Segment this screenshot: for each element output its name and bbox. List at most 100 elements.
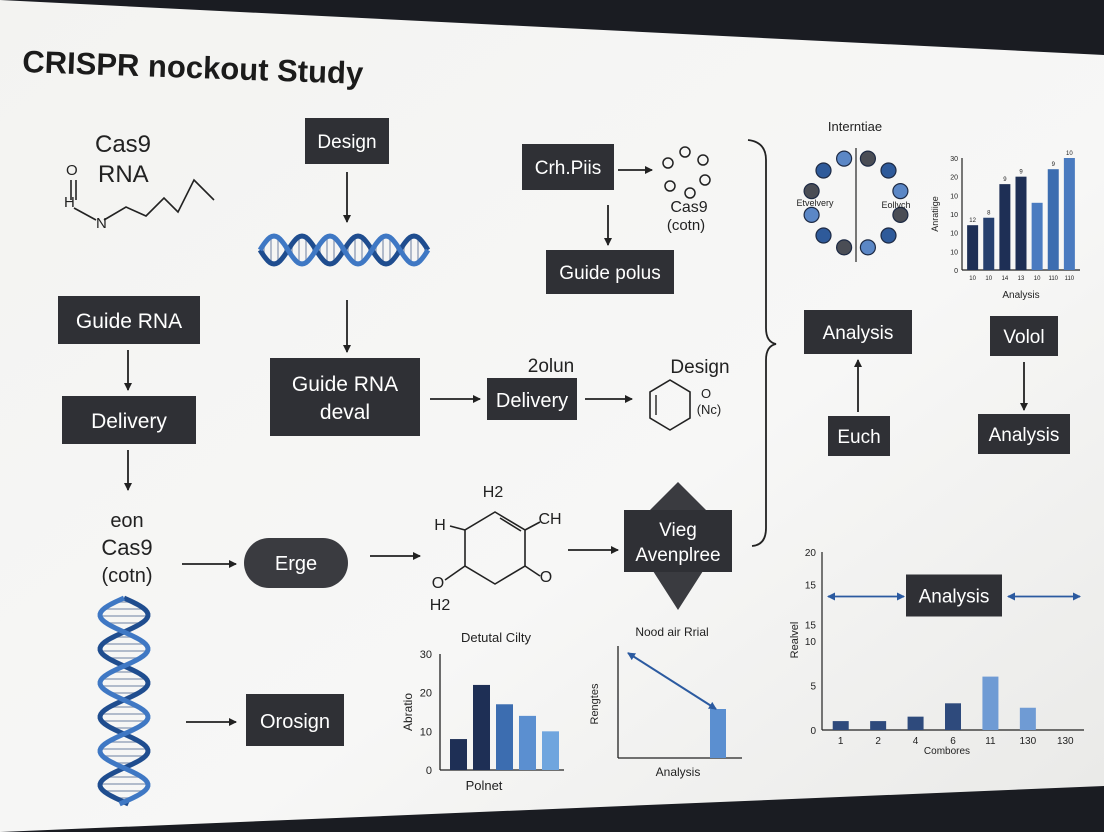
guide-rna-box[interactable] xyxy=(58,296,200,344)
vieg-diamond-group[interactable]: Vieg Avenplree xyxy=(624,482,732,610)
x-tick-label: 6 xyxy=(950,736,956,747)
guide-rna-deval-line2: deval xyxy=(320,401,370,424)
crh-piis-box[interactable] xyxy=(522,144,614,190)
y-tick-label: 10 xyxy=(950,212,958,219)
eon-cotn-label: (cotn) xyxy=(101,565,152,587)
guide-polus-label: Guide polus xyxy=(559,263,660,284)
y-axis-label: Abratio xyxy=(401,693,415,731)
bar xyxy=(1015,176,1027,270)
erge-label: Erge xyxy=(275,553,317,575)
delivery-left-group[interactable]: Delivery xyxy=(62,396,196,444)
circle-dot xyxy=(803,206,820,223)
erge-pill[interactable] xyxy=(244,538,348,588)
analysis-right2-group[interactable]: Analysis xyxy=(978,414,1070,454)
x-tick-label: 14 xyxy=(1002,276,1009,282)
y-tick-label: 5 xyxy=(810,682,816,693)
bar xyxy=(1047,169,1059,270)
bar xyxy=(1019,707,1036,730)
delivery-mid-group[interactable]: Delivery xyxy=(487,378,577,420)
bar-value-label: 10 xyxy=(1066,151,1073,157)
volol-group[interactable]: Volol xyxy=(990,316,1058,356)
circle-dot xyxy=(880,162,897,179)
guide-rna-deval-group[interactable]: Guide RNA deval xyxy=(270,358,420,436)
chart-title: Nood air Rrial xyxy=(635,625,708,639)
circle-dots-diagram xyxy=(803,150,909,256)
bar xyxy=(870,721,887,730)
y-tick-label: 10 xyxy=(805,637,817,648)
circle-dot xyxy=(835,239,853,256)
bar xyxy=(982,676,999,730)
euch-box[interactable] xyxy=(828,416,890,456)
h2-bottom-label: H2 xyxy=(430,597,451,614)
circle-dot xyxy=(803,183,820,200)
x-tick-label: 10 xyxy=(1034,276,1041,282)
bar xyxy=(710,709,726,758)
delivery-left-box[interactable] xyxy=(62,396,196,444)
orsign-group[interactable]: Orosign xyxy=(246,694,344,746)
bar xyxy=(967,225,979,270)
bar-value-label: 8 xyxy=(987,211,991,217)
analysis-right2-box[interactable] xyxy=(978,414,1070,454)
bracket-divider xyxy=(747,139,777,547)
guide-polus-box[interactable] xyxy=(546,250,674,294)
circle-dot xyxy=(815,162,832,179)
analysis-right-label: Analysis xyxy=(823,323,894,344)
y-tick-label: 10 xyxy=(950,249,958,256)
x-tick-label: 110 xyxy=(1048,276,1058,282)
bar-value-label: 9 xyxy=(1019,170,1023,176)
bar xyxy=(519,715,536,770)
ring-o-label: O xyxy=(701,386,711,401)
guide-rna-group[interactable]: Guide RNA xyxy=(58,296,200,344)
eon-cas9-label: Cas9 xyxy=(101,535,152,560)
cas9-label: Cas9 xyxy=(95,131,151,158)
circle-title: Interntiae xyxy=(828,119,882,134)
reference-label-box xyxy=(906,574,1002,617)
delivery-mid-box[interactable] xyxy=(487,378,577,420)
bar xyxy=(832,721,849,730)
circle-right-label: Eollvch xyxy=(881,200,910,210)
design-box-group[interactable]: Design xyxy=(305,118,389,164)
guide-rna-deval-box[interactable] xyxy=(270,358,420,436)
design-right-label: Design xyxy=(670,357,729,378)
euch-group[interactable]: Euch xyxy=(828,416,890,456)
bar xyxy=(907,716,924,730)
circle-dot xyxy=(892,206,909,223)
orsign-box[interactable] xyxy=(246,694,344,746)
euch-label: Euch xyxy=(837,427,880,448)
analysis-right-group[interactable]: Analysis xyxy=(804,310,912,354)
circle-dot xyxy=(892,183,909,200)
guide-polus-group[interactable]: Guide polus xyxy=(546,250,674,294)
x-tick-label: 2 xyxy=(875,736,881,747)
delivery-left-label: Delivery xyxy=(91,410,167,433)
volol-box[interactable] xyxy=(990,316,1058,356)
x-tick-label: 4 xyxy=(913,736,919,747)
molecule-bonds xyxy=(70,178,215,221)
circle-dot xyxy=(859,150,877,167)
crh-piis-label: Crh.Piis xyxy=(535,158,602,179)
bar xyxy=(450,739,467,770)
dna-helix-vertical-icon xyxy=(97,595,151,807)
x-tick-label: 10 xyxy=(969,276,976,282)
crh-piis-group[interactable]: Crh.Piis xyxy=(522,144,614,190)
cyclohexane-molecule-icon xyxy=(444,511,541,585)
y-tick-label: 20 xyxy=(805,548,817,559)
h-left-label: H xyxy=(434,517,446,534)
design-box-label: Design xyxy=(317,132,376,153)
y-tick-label: 10 xyxy=(950,193,958,200)
bar xyxy=(983,217,995,270)
y-axis-label: Anratiige xyxy=(930,196,940,232)
analysis-right-box[interactable] xyxy=(804,310,912,354)
x-axis-label: Polnet xyxy=(466,778,503,793)
cas9-cotn-line2: (cotn) xyxy=(667,217,705,234)
atom-h-label: H xyxy=(64,194,75,211)
erge-group[interactable]: Erge xyxy=(244,538,348,588)
bar xyxy=(1063,158,1075,270)
eon-label: eon xyxy=(110,510,143,532)
design-box[interactable] xyxy=(305,118,389,164)
bar xyxy=(945,703,961,730)
chart-title: Detutal Cilty xyxy=(461,630,532,645)
series-line xyxy=(627,652,717,710)
bar-value-label: 9 xyxy=(1052,162,1056,168)
